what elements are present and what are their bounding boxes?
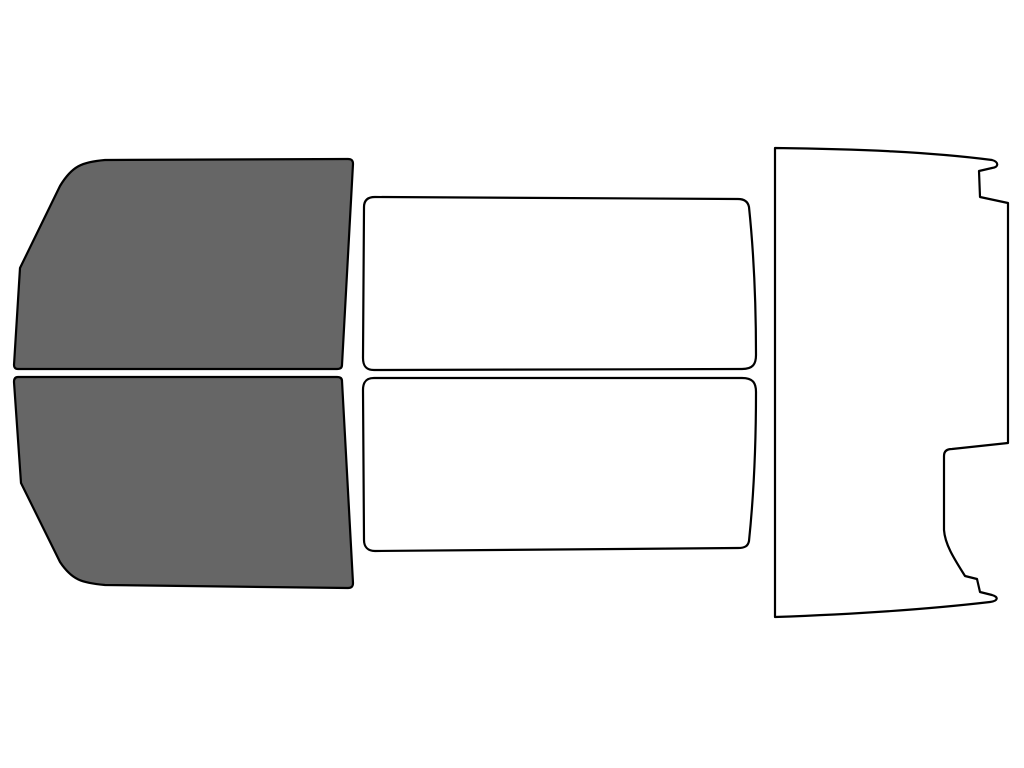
- front-door-window-top[interactable]: [12, 157, 355, 371]
- rear-door-window-bottom[interactable]: [361, 376, 758, 553]
- rear-door-window-top[interactable]: [361, 195, 758, 372]
- front-door-window-bottom[interactable]: [12, 375, 355, 590]
- rear-windshield[interactable]: [773, 146, 1010, 619]
